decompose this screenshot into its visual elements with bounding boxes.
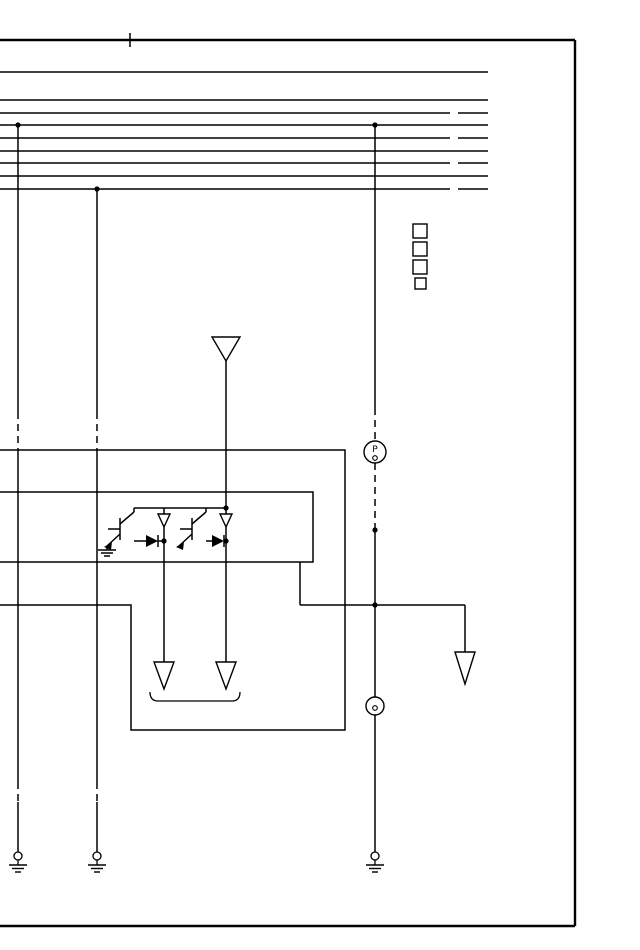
output-arrow-far-right bbox=[454, 651, 476, 687]
wire bbox=[119, 511, 135, 525]
inline-connector-top-pin bbox=[372, 455, 378, 461]
junction-dot bbox=[161, 538, 167, 544]
connector-pin-box bbox=[414, 277, 427, 290]
ground-terminal-circle bbox=[92, 851, 102, 861]
circuit-block-outline bbox=[0, 491, 314, 563]
diode-right bbox=[212, 535, 224, 547]
junction-dot bbox=[94, 186, 100, 192]
inline-connector-top bbox=[363, 440, 387, 464]
emitter-arrowhead-left bbox=[104, 542, 112, 550]
connector-pin-box bbox=[412, 259, 428, 275]
connector-pin-box bbox=[412, 223, 428, 239]
inline-connector-top-label: P bbox=[372, 445, 378, 455]
junction-dot bbox=[372, 527, 378, 533]
module-outline bbox=[0, 449, 346, 731]
gate-arrow-right bbox=[218, 513, 234, 529]
wire bbox=[191, 511, 207, 525]
emitter-arrowhead-right bbox=[176, 542, 184, 550]
junction-dot bbox=[372, 602, 378, 608]
junction-dot bbox=[372, 122, 378, 128]
inline-connector-bottom-pin bbox=[372, 705, 378, 711]
gate-arrow-left bbox=[156, 513, 172, 529]
diode-left bbox=[146, 535, 158, 547]
connector-arrow-top bbox=[210, 336, 242, 363]
connector-pin-box bbox=[412, 241, 428, 257]
ground-terminal-circle bbox=[370, 851, 380, 861]
junction-dot bbox=[223, 538, 229, 544]
junction-dot bbox=[223, 505, 229, 511]
output-arrow-left bbox=[152, 661, 176, 692]
junction-dot bbox=[15, 122, 21, 128]
output-arrow-right bbox=[214, 661, 238, 692]
bracket-under-arrows bbox=[149, 691, 241, 702]
ground-terminal-circle bbox=[13, 851, 23, 861]
